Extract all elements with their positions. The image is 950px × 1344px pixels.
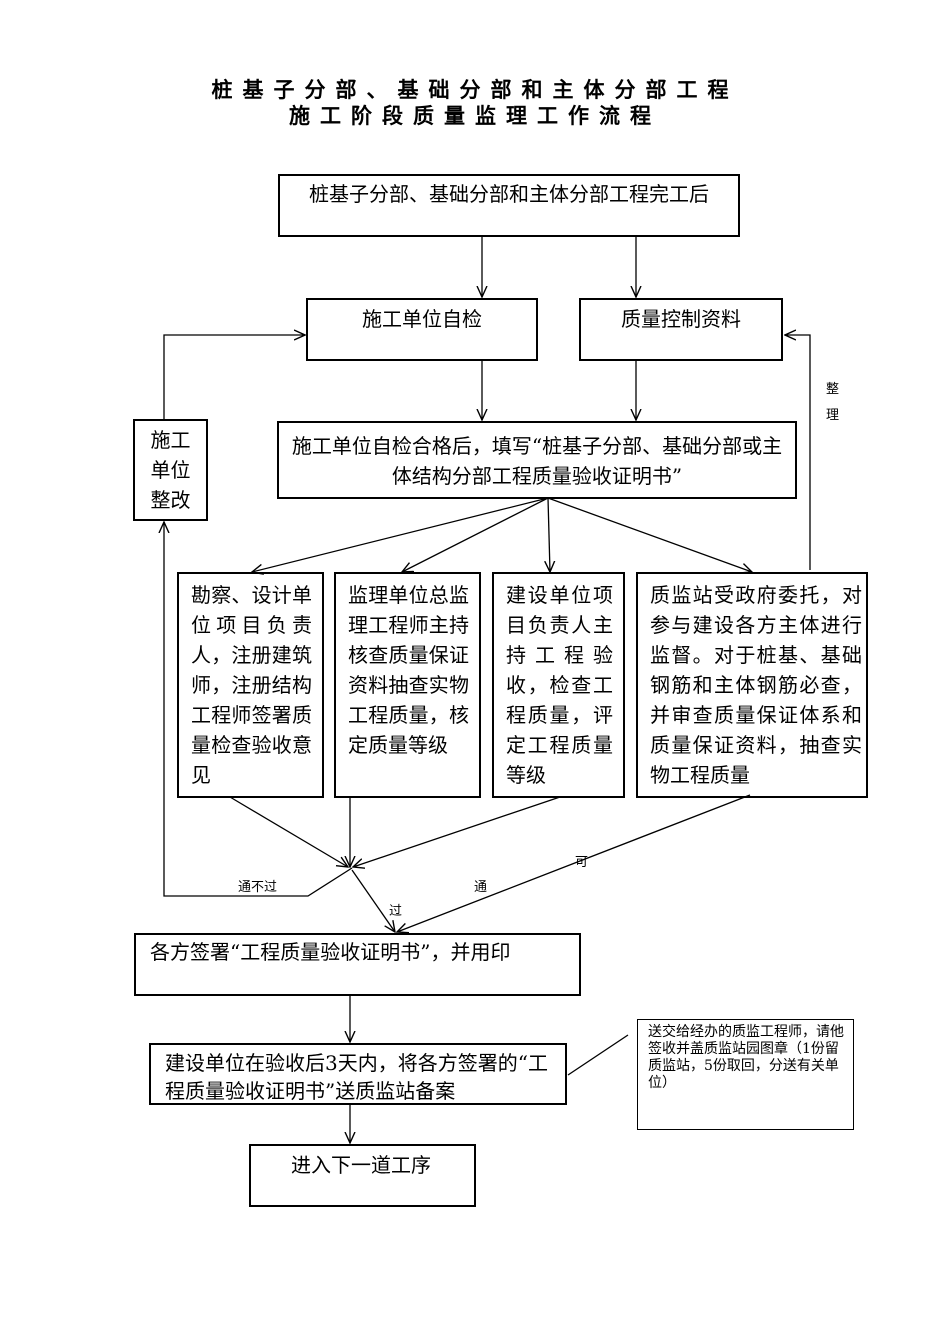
line-owner-to-merge (353, 796, 561, 867)
node-self-check-text: 施工单位自检 (362, 307, 482, 331)
label-tidy-1: 整 (826, 382, 840, 397)
node-owner: 建设单位项目负责人主持工程验收，检查工程质量，评定工程质量等级 (492, 572, 625, 798)
label-pass-3: 过 (389, 904, 403, 919)
node-supervisor: 监理单位总监理工程师主持核查质量保证资料抽查实物工程质量，核定质量等级 (334, 572, 481, 798)
node-sign-text: 各方签署“工程质量验收证明书”，并用印 (150, 940, 511, 964)
node-fill-certificate-text: 施工单位自检合格后，填写“桩基子分部、基础分部或主体结构分部工程质量验收证明书” (291, 434, 783, 488)
node-start: 桩基子分部、基础分部和主体分部工程完工后 (278, 174, 740, 237)
node-quality-docs: 质量控制资料 (579, 298, 783, 361)
arrow-fill-to-supervisor (402, 497, 549, 572)
line-note-callout (567, 1034, 629, 1076)
node-owner-text: 建设单位项目负责人主持工程验收，检查工程质量，评定工程质量等级 (506, 583, 613, 787)
node-supervisor-text: 监理单位总监理工程师主持核查质量保证资料抽查实物工程质量，核定质量等级 (348, 583, 469, 757)
node-submit-text: 建设单位在验收后3天内，将各方签署的“工程质量验收证明书”送质监站备案 (165, 1051, 548, 1103)
line-station-to-sign (397, 794, 751, 932)
node-submit: 建设单位在验收后3天内，将各方签署的“工程质量验收证明书”送质监站备案 (149, 1043, 567, 1105)
arrow-fill-to-survey (252, 497, 549, 572)
node-survey-design-text: 勘察、设计单位项目负责人，注册建筑师，注册结构工程师签署质量检查验收意见 (191, 583, 312, 787)
node-next-text: 进入下一道工序 (291, 1153, 431, 1177)
label-fail: 通不过 (238, 880, 278, 895)
node-sign: 各方签署“工程质量验收证明书”，并用印 (134, 933, 581, 996)
line-rectify-to-selfcheck (163, 335, 305, 420)
arrow-fill-to-owner (548, 497, 550, 572)
node-survey-design: 勘察、设计单位项目负责人，注册建筑师，注册结构工程师签署质量检查验收意见 (177, 572, 324, 798)
node-rectify-text: 施工单位整改 (150, 428, 191, 512)
node-next: 进入下一道工序 (249, 1144, 476, 1207)
node-rectify: 施工单位整改 (133, 419, 208, 521)
label-tidy-2: 理 (826, 408, 840, 423)
title-line-1: 桩基子分部、基础分部和主体分部工程 (211, 78, 739, 102)
line-survey-to-merge (229, 796, 348, 867)
title-line-2: 施工阶段质量监理工作流程 (289, 104, 661, 128)
node-fill-certificate: 施工单位自检合格后，填写“桩基子分部、基础分部或主体结构分部工程质量验收证明书” (277, 421, 797, 499)
node-note: 送交给经办的质监工程师，请他签收并盖质监站园图章（1份留质监站，5份取回，分送有… (637, 1019, 854, 1130)
line-tidy-feedback (785, 335, 811, 570)
label-pass-2: 通 (474, 880, 488, 895)
node-self-check: 施工单位自检 (306, 298, 538, 361)
node-start-text: 桩基子分部、基础分部和主体分部工程完工后 (309, 182, 709, 206)
node-station: 质监站受政府委托，对参与建设各方主体进行监督。对于桩基、基础钢筋和主体钢筋必查，… (636, 572, 868, 798)
node-quality-docs-text: 质量控制资料 (621, 307, 741, 331)
label-pass-1: 可 (575, 855, 589, 870)
line-merge-to-sign (351, 869, 395, 932)
line-fail-to-rectify (164, 522, 353, 897)
node-station-text: 质监站受政府委托，对参与建设各方主体进行监督。对于桩基、基础钢筋和主体钢筋必查，… (650, 583, 862, 787)
arrow-fill-to-station (547, 497, 752, 572)
node-note-text: 送交给经办的质监工程师，请他签收并盖质监站园图章（1份留质监站，5份取回，分送有… (648, 1024, 844, 1091)
